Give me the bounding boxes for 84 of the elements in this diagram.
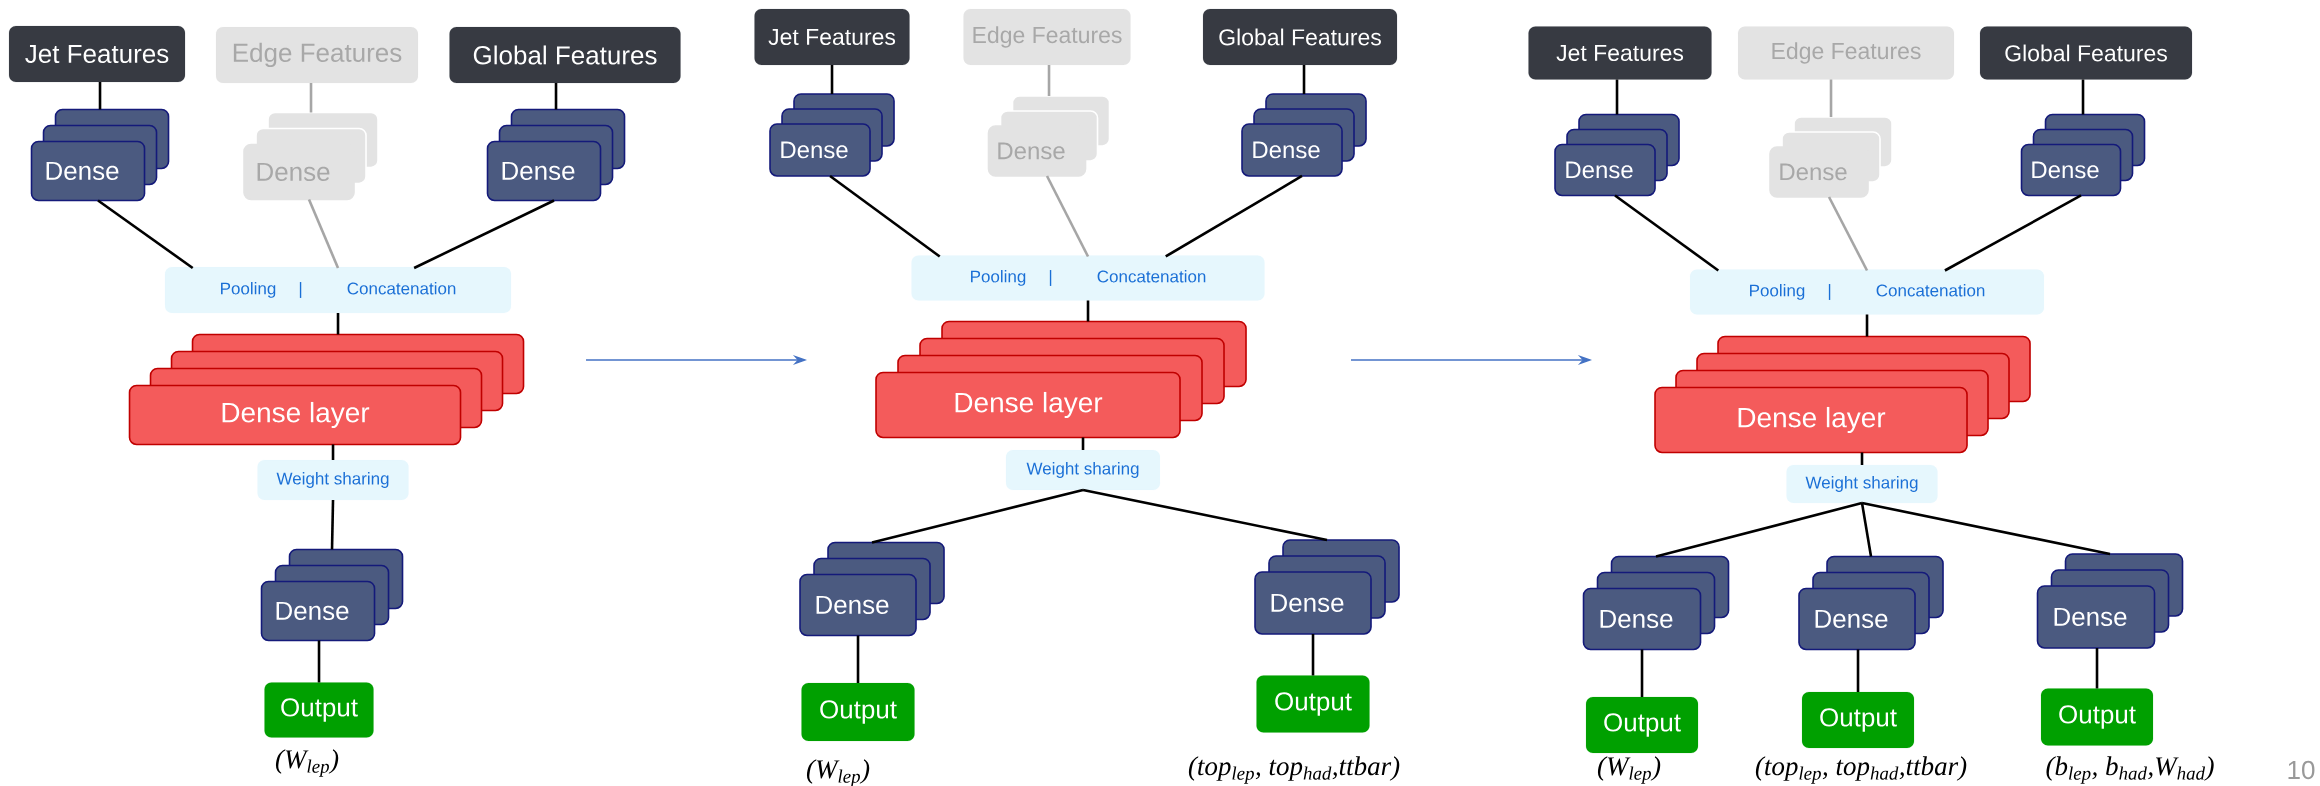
weight-sharing-band: Weight sharing xyxy=(257,459,409,501)
dense-stack: Dense xyxy=(1582,555,1730,651)
connector-line xyxy=(1856,649,1860,692)
pooling-band: Pooling | Concatenation xyxy=(1689,269,2045,315)
pooling-band: Pooling | Concatenation xyxy=(911,255,1265,301)
output-box: Output xyxy=(1256,675,1370,733)
connector-line xyxy=(1865,314,1869,337)
feature-box: Edge Features xyxy=(215,26,419,84)
dense-stack: Dense xyxy=(1241,93,1367,177)
dense-stack: Dense xyxy=(1798,555,1944,651)
feature-box: Edge Features xyxy=(963,8,1131,66)
output-label: (top$_{lep}$, top$_{had}$,ttbar) xyxy=(1188,756,1400,784)
dense-stack: Dense xyxy=(260,548,404,642)
connector-line xyxy=(330,499,335,550)
dense-stack: Dense xyxy=(30,108,170,202)
connector-line xyxy=(1860,452,1864,465)
page-number: 10 xyxy=(2288,760,2315,780)
output-label: (b$_{lep}$, b$_{had}$,W$_{had}$) xyxy=(2046,756,2214,784)
weight-sharing-band: Weight sharing xyxy=(1005,449,1161,491)
connector-line xyxy=(413,199,555,270)
dense-layer-stack: Dense layer xyxy=(128,333,525,446)
output-box: Output xyxy=(801,682,915,742)
connector-line xyxy=(1944,194,2082,272)
connector-line xyxy=(1045,175,1090,258)
feature-box: Global Features xyxy=(1979,26,2193,80)
connector-line xyxy=(2081,79,2085,115)
dense-stack: Dense xyxy=(243,111,379,201)
output-box: Output xyxy=(264,682,374,738)
output-box: Output xyxy=(1801,691,1915,749)
dense-stack: Dense xyxy=(799,541,945,637)
dense-stack: Dense xyxy=(486,108,626,202)
connector-line xyxy=(1081,437,1085,450)
connector-line xyxy=(1640,649,1644,697)
output-box: Output xyxy=(1585,696,1699,754)
connector-line xyxy=(97,199,194,270)
connector-line xyxy=(829,174,941,258)
connector-line xyxy=(1860,502,1873,557)
connector-line xyxy=(1655,501,1863,558)
connector-line xyxy=(309,83,313,113)
connector-line xyxy=(1082,488,1328,542)
output-label: (W$_{lep}$) xyxy=(275,749,339,777)
feature-box: Jet Features xyxy=(1528,26,1712,80)
dense-stack: Dense xyxy=(1769,116,1893,198)
feature-box: Global Features xyxy=(1202,8,1398,66)
connector-line xyxy=(98,82,102,110)
pooling-band: Pooling | Concatenation xyxy=(164,266,512,314)
connector-line xyxy=(1311,634,1315,676)
connector-line xyxy=(336,313,340,335)
connector-line xyxy=(1861,501,2111,556)
node-label: Dense layer xyxy=(1738,406,1886,434)
connector-line xyxy=(1615,79,1619,115)
connector-line xyxy=(856,635,860,683)
connector-line xyxy=(307,198,340,269)
node-label: Dense xyxy=(2032,161,2099,179)
feature-box: Edge Features xyxy=(1737,26,1955,80)
connector-line xyxy=(317,640,321,683)
dense-stack: Dense xyxy=(1254,539,1400,635)
connector-line xyxy=(1086,300,1090,322)
connector-line xyxy=(1827,196,1869,272)
output-label: (W$_{lep}$) xyxy=(806,759,870,786)
connector-line xyxy=(1614,194,1720,272)
connector-line xyxy=(1302,65,1306,94)
dense-stack: Dense xyxy=(987,95,1111,177)
dense-layer-stack: Dense layer xyxy=(1654,335,2031,454)
connector-line xyxy=(1829,79,1833,117)
connector-line xyxy=(830,65,834,94)
connector-line xyxy=(2095,648,2099,689)
feature-box: Jet Features xyxy=(754,8,910,66)
feature-box: Jet Features xyxy=(8,25,186,83)
dense-stack: Dense xyxy=(1554,113,1680,197)
output-label: (top$_{lep}$, top$_{had}$,ttbar) xyxy=(1755,756,1967,784)
feature-box: Global Features xyxy=(449,26,681,84)
connector-line xyxy=(871,488,1084,544)
dense-stack: Dense xyxy=(2020,113,2146,197)
dense-stack: Dense xyxy=(769,93,895,177)
output-box: Output xyxy=(2040,688,2154,746)
connector-line xyxy=(331,444,335,460)
connector-line xyxy=(1047,65,1051,96)
dense-layer-stack: Dense layer xyxy=(875,320,1247,439)
connector-line xyxy=(1165,174,1303,258)
weight-sharing-band: Weight sharing xyxy=(1786,464,1938,504)
output-label: (W$_{lep}$) xyxy=(1597,756,1661,784)
dense-stack: Dense xyxy=(2036,553,2184,649)
connector-line xyxy=(554,83,558,110)
